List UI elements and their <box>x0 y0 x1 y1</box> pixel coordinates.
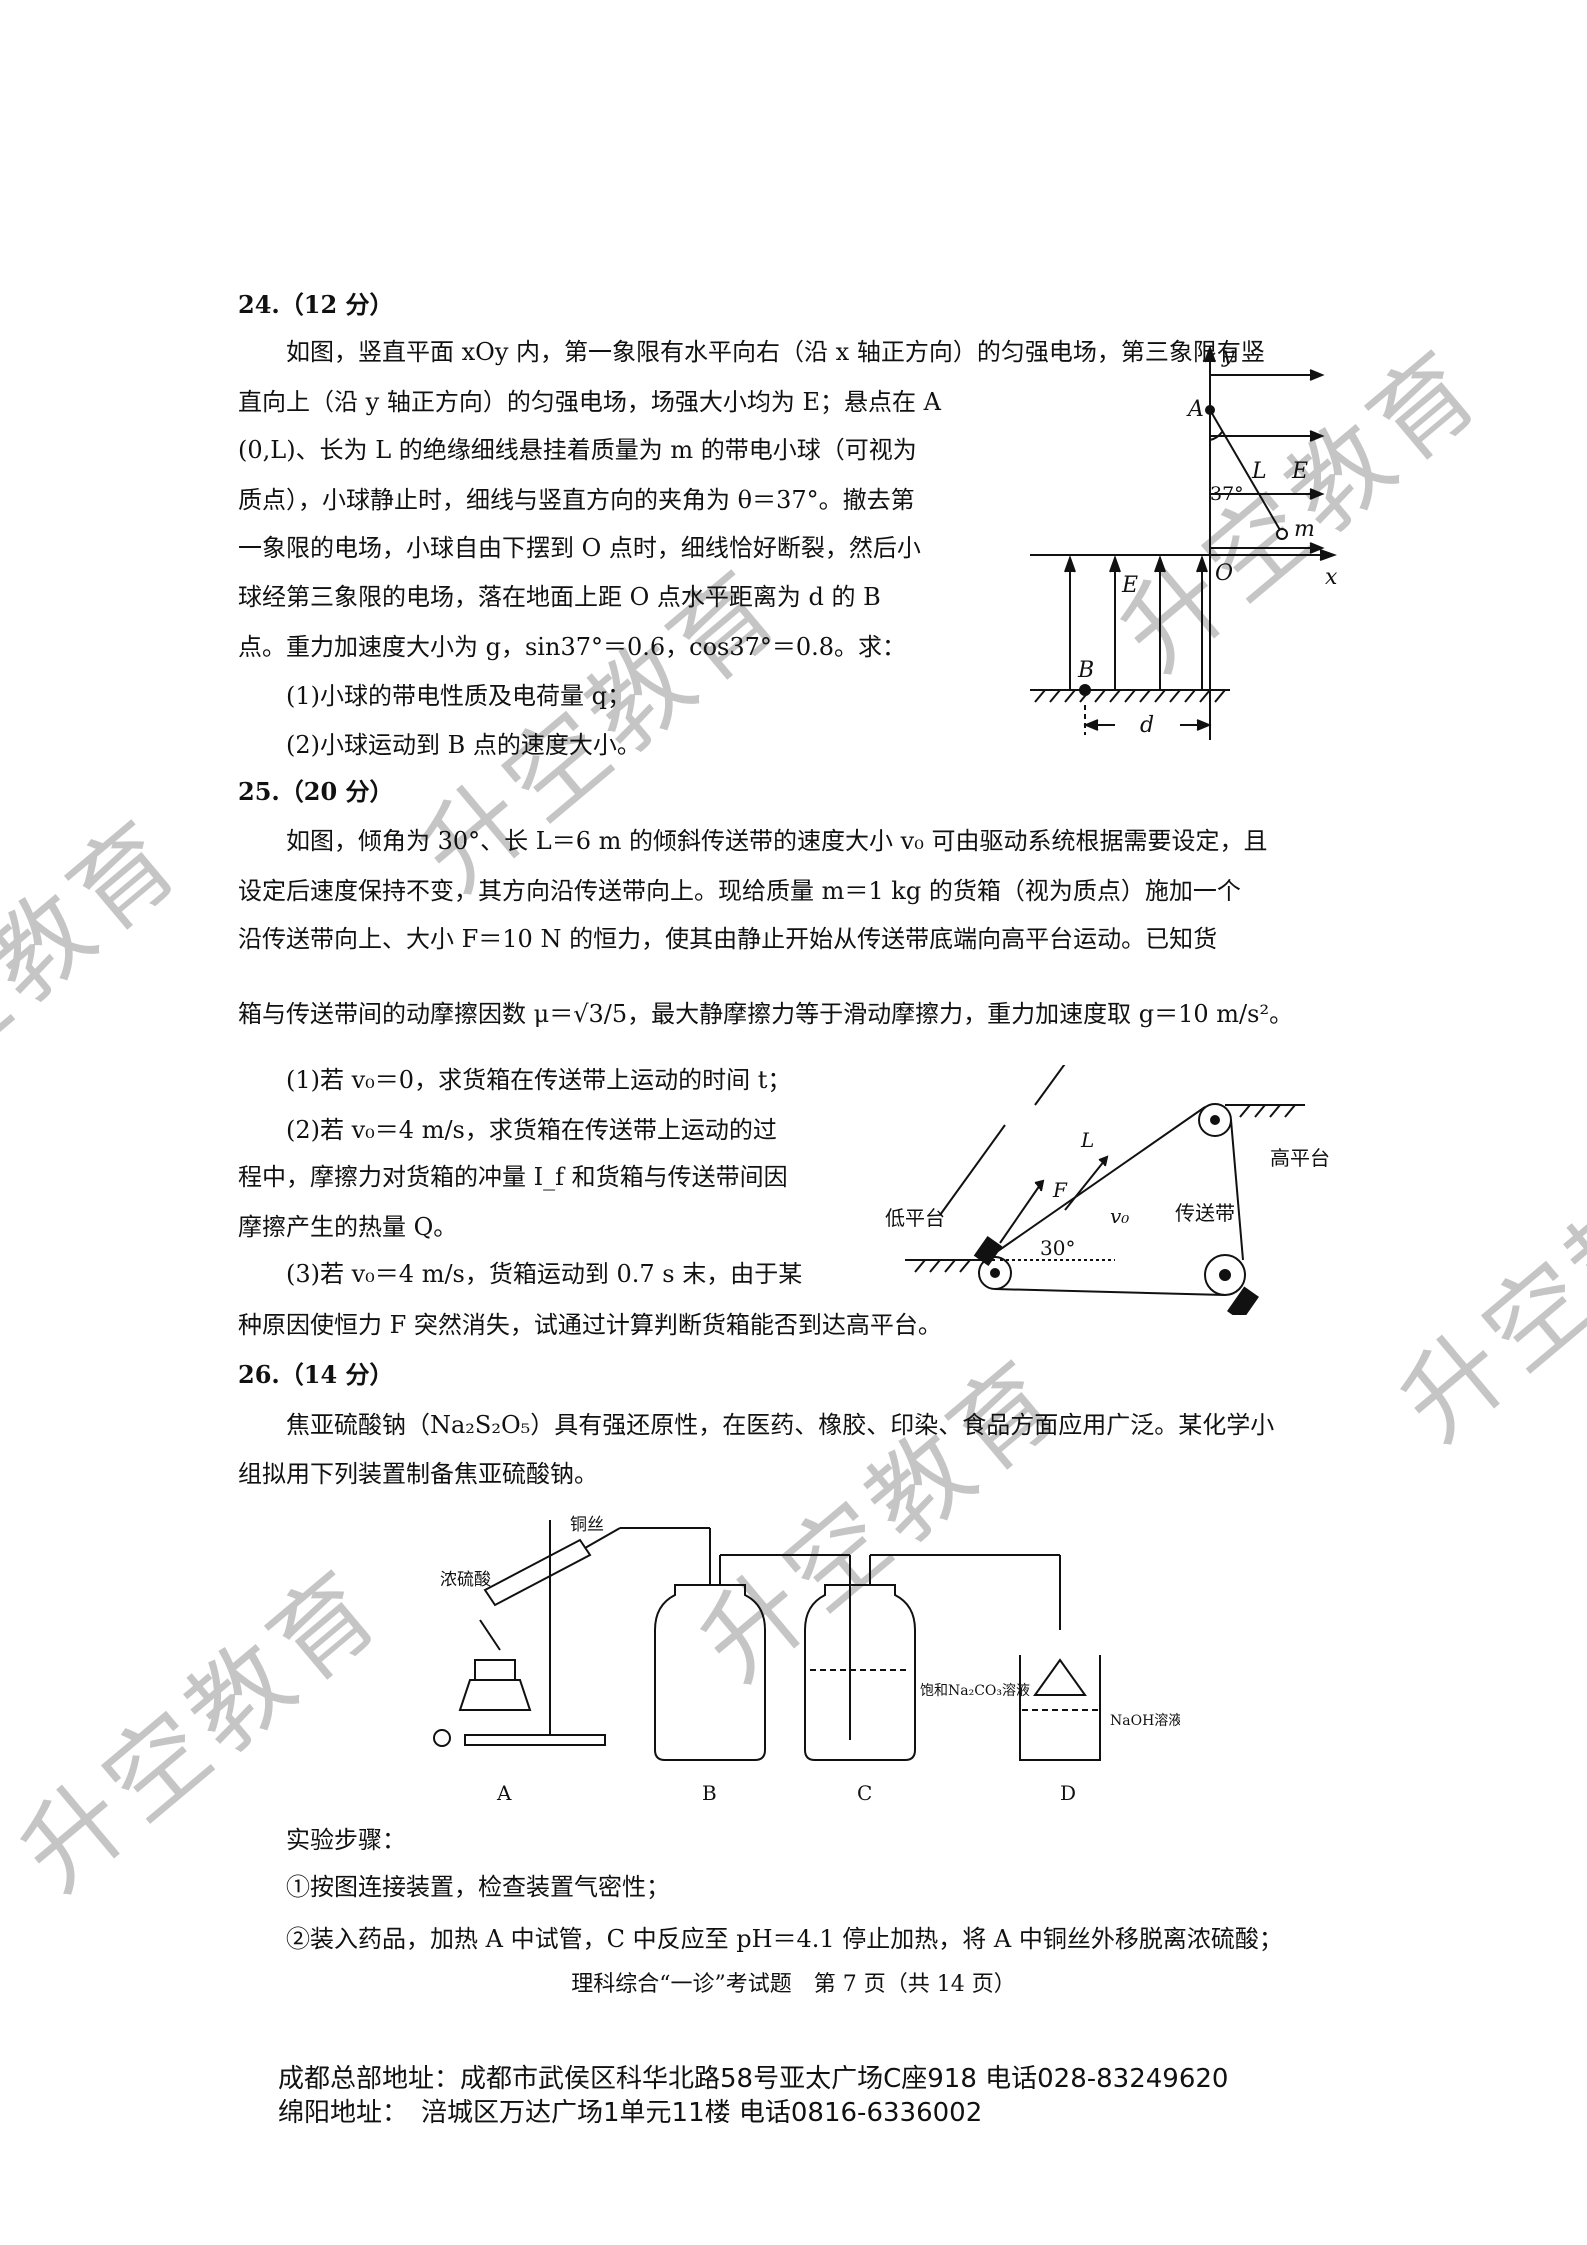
page-footer: 理科综合“一诊”考试题 第 7 页（共 14 页） <box>571 1972 1016 1997</box>
label-d: d <box>1140 713 1154 738</box>
label-O: O <box>1215 561 1233 586</box>
label-L: L <box>1080 1128 1094 1152</box>
label-A: A <box>1186 397 1204 422</box>
label-D: D <box>1060 1781 1076 1805</box>
label-naoh: NaOH溶液 <box>1110 1713 1180 1729</box>
q24-field-diagram: y A L E 37° m O x E B d <box>1030 343 1338 740</box>
question-25-header: 25.（20 分） <box>238 777 394 806</box>
q25-line: 摩擦产生的热量 Q。 <box>238 1213 458 1241</box>
q24-line: 球经第三象限的电场，落在地面上距 O 点水平距离为 d 的 B <box>238 583 881 611</box>
q24-line: 一象限的电场，小球自由下摆到 O 点时，细线恰好断裂，然后小 <box>238 534 921 562</box>
label-belt: 传送带 <box>1175 1201 1235 1225</box>
step-item: ②装入药品，加热 A 中试管，C 中反应至 pH＝4.1 停止加热，将 A 中铜… <box>286 1925 1283 1953</box>
label-sat-na2co3: 饱和Na₂CO₃溶液 <box>920 1683 1030 1699</box>
q25-conveyor-diagram: L F v₀ 低平台 高平台 传送带 30° <box>885 1065 1330 1315</box>
label-F: F <box>1052 1178 1068 1202</box>
watermark: 升空教育 <box>0 795 205 1164</box>
q26-line: 组拟用下列装置制备焦亚硫酸钠。 <box>238 1460 598 1488</box>
label-C: C <box>857 1781 872 1805</box>
label-A: A <box>496 1781 512 1805</box>
label-x: x <box>1325 565 1338 590</box>
q25-line: (1)若 v₀＝0，求货箱在传送带上运动的时间 t； <box>286 1066 792 1094</box>
q24-line: 直向上（沿 y 轴正方向）的匀强电场，场强大小均为 E；悬点在 A <box>238 388 941 416</box>
q25-line: (3)若 v₀＝4 m/s，货箱运动到 0.7 s 末，由于某 <box>286 1260 803 1288</box>
q25-line: 箱与传送带间的动摩擦因数 μ＝√3/5，最大静摩擦力等于滑动摩擦力，重力加速度取… <box>238 1000 1294 1028</box>
label-B: B <box>1077 658 1094 683</box>
question-26-header: 26.（14 分） <box>238 1360 394 1389</box>
q26-line: 焦亚硫酸钠（Na₂S₂O₅）具有强还原性，在医药、橡胶、印染、食品方面应用广泛。… <box>286 1411 1275 1439</box>
q24-line: 质点），小球静止时，细线与竖直方向的夹角为 θ＝37°。撤去第 <box>238 486 915 514</box>
q24-line: (1)小球的带电性质及电荷量 q； <box>286 682 631 710</box>
label-E: E <box>1121 573 1138 598</box>
q26-apparatus-diagram: 铜丝 浓硫酸 饱和Na₂CO₃溶液 NaOH溶液 A B C D <box>433 1515 1180 1805</box>
watermark: 升空教育 <box>1378 1095 1587 1464</box>
label-conc-sulfuric-acid: 浓硫酸 <box>440 1570 491 1590</box>
label-low-platform: 低平台 <box>885 1206 945 1230</box>
question-24-header: 24.（12 分） <box>238 290 394 319</box>
label-y: y <box>1221 343 1235 368</box>
watermark: 升空教育 <box>0 1545 405 1914</box>
label-E: E <box>1291 459 1308 484</box>
step-item: ①按图连接装置，检查装置气密性； <box>286 1873 670 1901</box>
address-line: 绵阳地址： 涪城区万达广场1单元11楼 电话0816-6336002 <box>278 2098 983 2128</box>
q25-line: (2)若 v₀＝4 m/s，求货箱在传送带上运动的过 <box>286 1116 777 1144</box>
q25-line: 种原因使恒力 F 突然消失，试通过计算判断货箱能否到达高平台。 <box>238 1311 942 1339</box>
q24-line: 点。重力加速度大小为 g，sin37°＝0.6，cos37°＝0.8。求： <box>238 633 907 661</box>
q24-line: (2)小球运动到 B 点的速度大小。 <box>286 731 641 759</box>
q24-line: 如图，竖直平面 xOy 内，第一象限有水平向右（沿 x 轴正方向）的匀强电场，第… <box>286 338 1265 366</box>
q24-line: (0,L)、长为 L 的绝缘细线悬挂着质量为 m 的带电小球（可视为 <box>238 436 917 464</box>
label-L: L <box>1251 459 1267 484</box>
label-B: B <box>702 1781 717 1805</box>
label-angle: 37° <box>1210 483 1244 505</box>
label-copper-wire: 铜丝 <box>570 1515 604 1535</box>
q25-line: 沿传送带向上、大小 F＝10 N 的恒力，使其由静止开始从传送带底端向高平台运动… <box>238 925 1218 953</box>
label-v0: v₀ <box>1110 1204 1129 1228</box>
label-high-platform: 高平台 <box>1270 1146 1330 1170</box>
q25-line: 程中，摩擦力对货箱的冲量 I_f 和货箱与传送带间因 <box>238 1163 788 1191</box>
address-line: 成都总部地址：成都市武侯区科华北路58号亚太广场C座918 电话028-8324… <box>278 2064 1229 2094</box>
q25-line: 如图，倾角为 30°、长 L＝6 m 的倾斜传送带的速度大小 v₀ 可由驱动系统… <box>286 827 1268 855</box>
steps-title: 实验步骤： <box>286 1826 406 1854</box>
label-m: m <box>1294 517 1315 542</box>
label-angle: 30° <box>1040 1236 1075 1260</box>
q25-line: 设定后速度保持不变，其方向沿传送带向上。现给质量 m＝1 kg 的货箱（视为质点… <box>238 877 1241 905</box>
